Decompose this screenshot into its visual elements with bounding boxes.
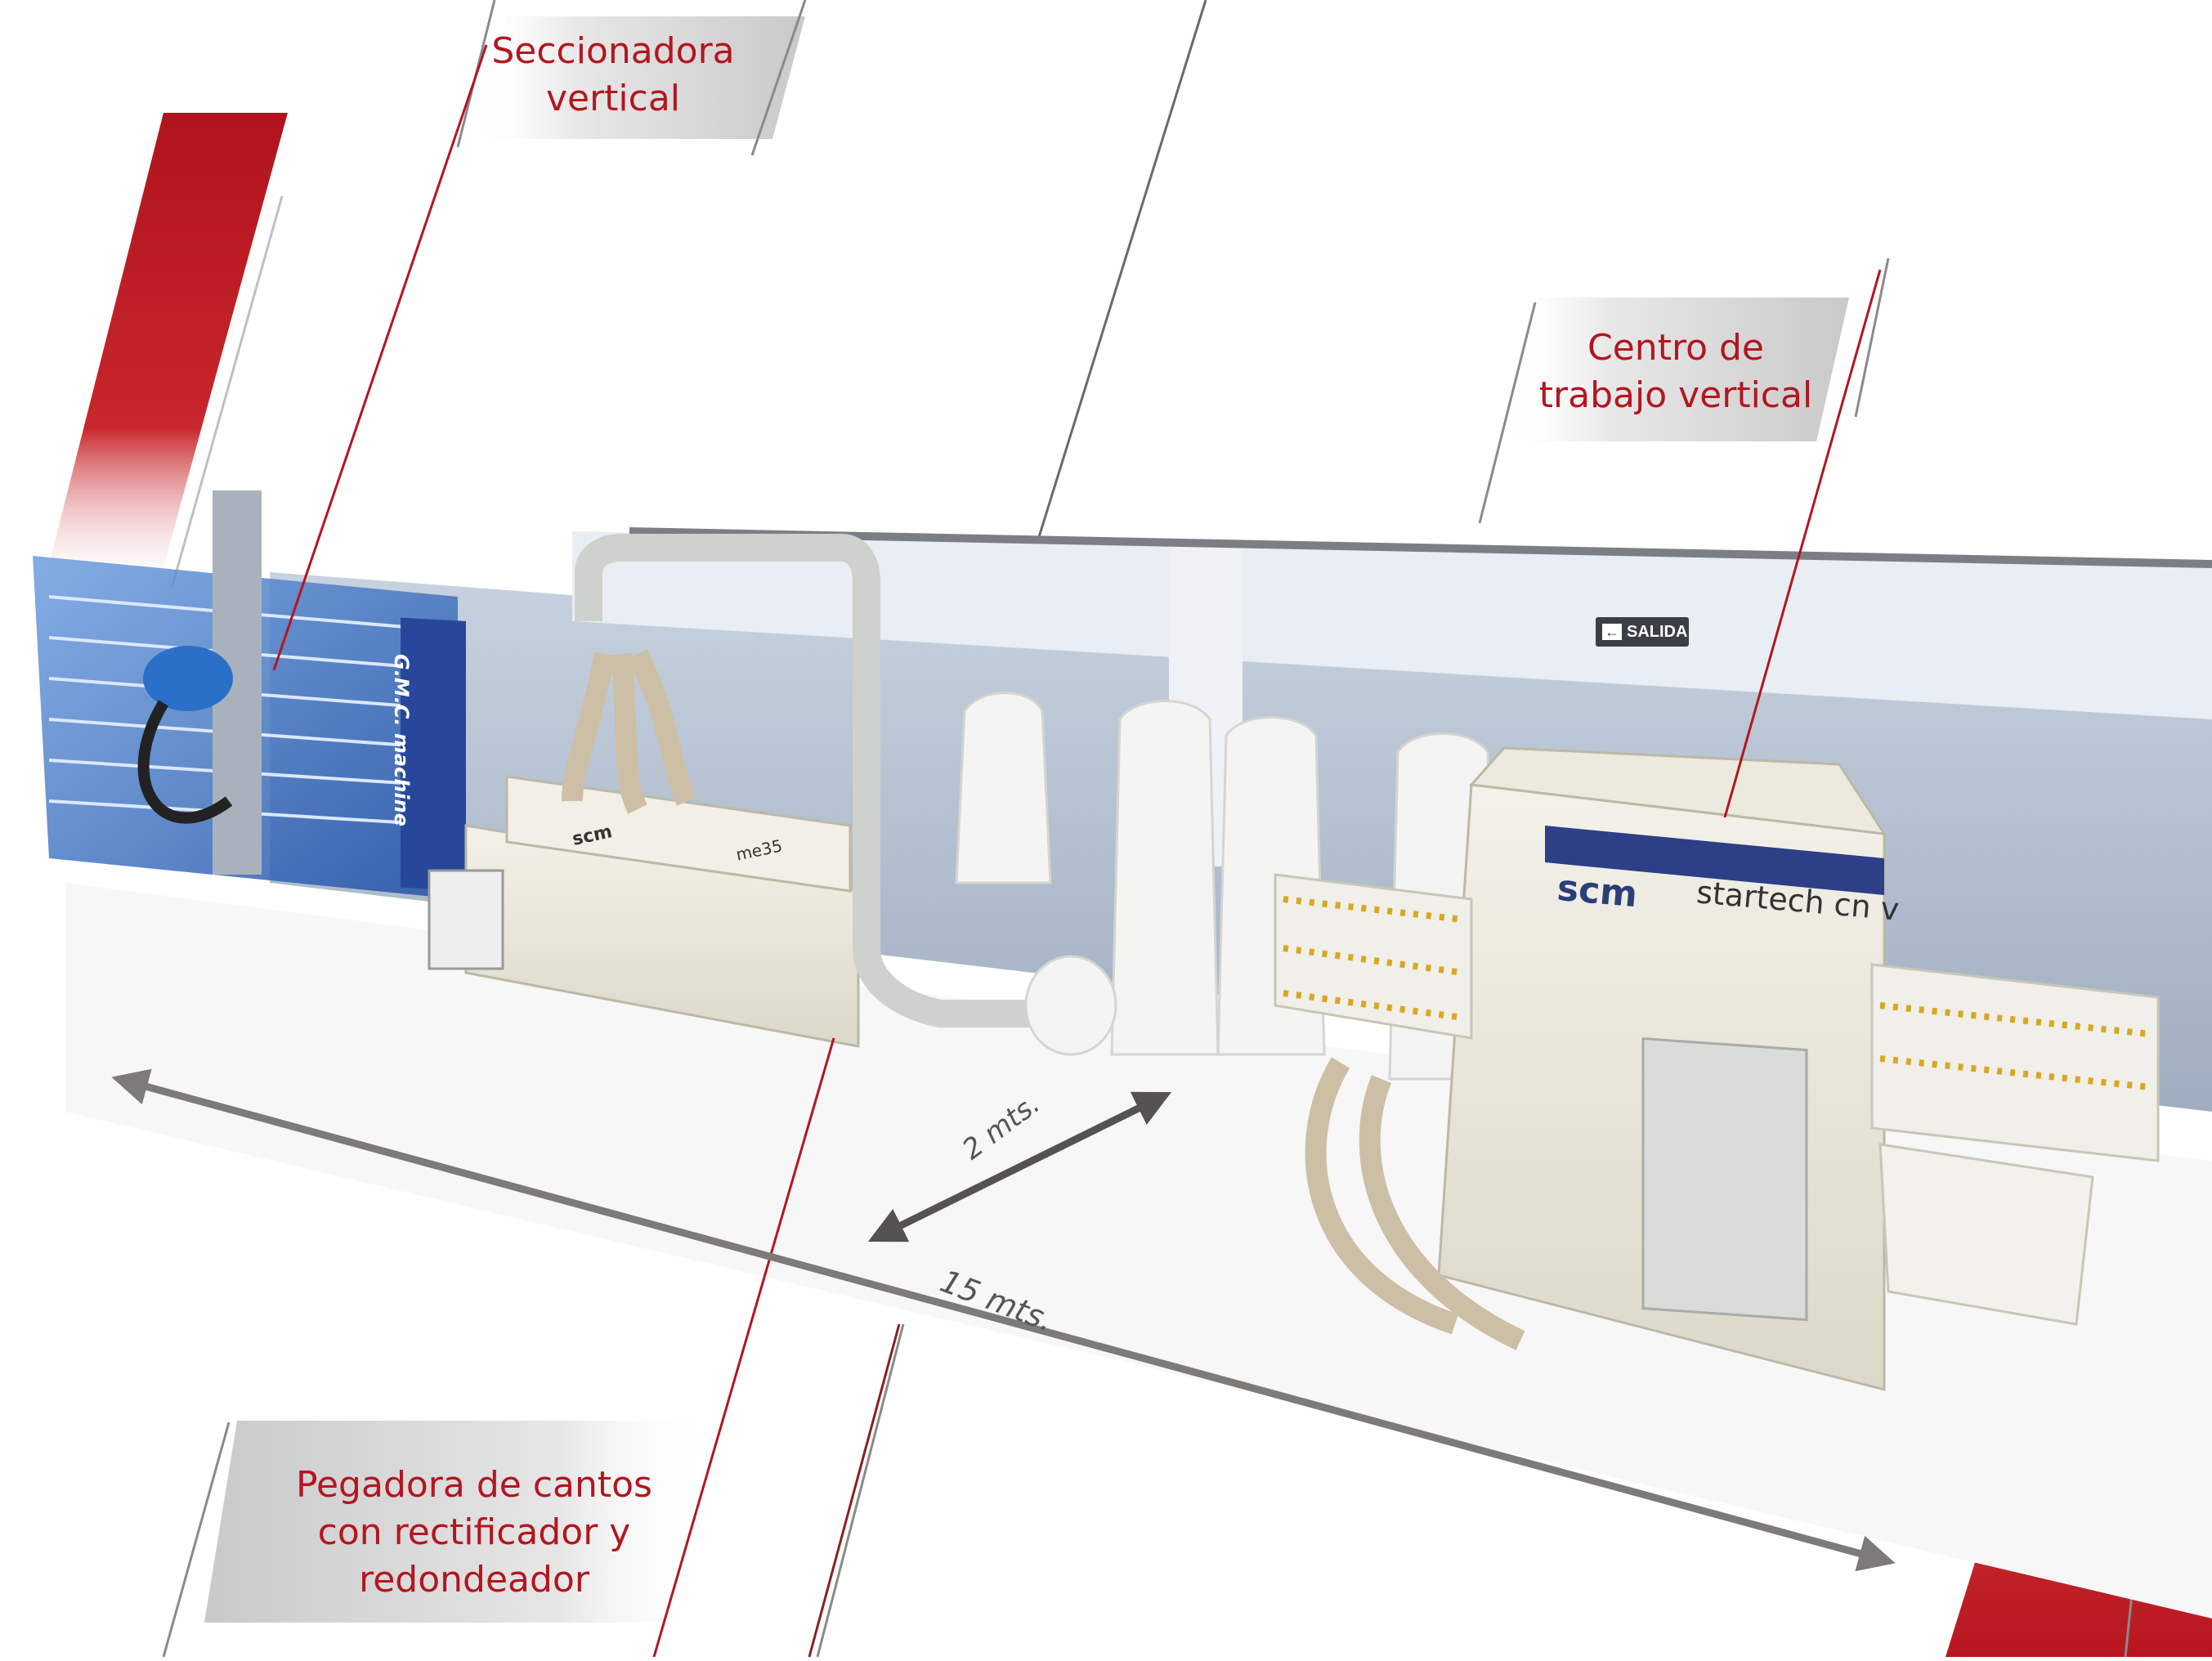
rack-pegs: [1283, 896, 2151, 1090]
cnc-window: [1641, 1036, 1808, 1322]
dust-hoses: [562, 649, 696, 814]
saw-motor: [143, 646, 233, 711]
deco-line: [1854, 257, 1890, 418]
label-line: Pegadora de cantos: [296, 1464, 652, 1506]
label-centro-trabajo: Centro de trabajo vertical: [1537, 319, 1815, 425]
deco-line: [1478, 302, 1537, 524]
dimension-arrow-2: [867, 1091, 1172, 1242]
arrow-left-icon: ←: [1602, 624, 1622, 640]
leader-pegadora-2: [808, 1323, 901, 1658]
label-bg-centro: [1504, 298, 1849, 441]
label-line: Seccionadora: [491, 30, 735, 72]
deco-line: [750, 0, 807, 156]
exit-sign-text: SALIDA: [1627, 622, 1688, 641]
saw-hose: [137, 700, 233, 824]
cnc-top: [1468, 746, 1887, 835]
label-line: trabajo vertical: [1538, 374, 1813, 416]
heater-unit: [428, 869, 504, 970]
deco-line: [816, 1323, 905, 1658]
label-seccionadora: Seccionadora vertical: [490, 23, 736, 128]
red-band-top-left: [41, 113, 288, 597]
cnc-stripe: [1545, 826, 1884, 895]
gmc-machine-marking: G.M.C. machine: [390, 654, 413, 827]
gmc-banner: [401, 617, 466, 891]
deco-line: [1037, 0, 1207, 540]
leader-centro: [1723, 269, 1882, 818]
wall-upper: [572, 531, 2212, 719]
edgebander-top: [505, 775, 852, 893]
exit-sign: ← SALIDA: [1596, 617, 1689, 647]
leader-seccionadora: [272, 44, 488, 671]
rack-right: [1870, 963, 2160, 1162]
scm-logo: scm: [1555, 866, 1640, 916]
label-line: redondeador: [359, 1559, 589, 1601]
overhead-pipe: [629, 527, 2212, 568]
dimension-arrow-15: [111, 1068, 1896, 1572]
label-pegadora: Pegadora de cantos con rectificador y re…: [262, 1451, 687, 1614]
label-line: vertical: [545, 78, 681, 119]
label-line: con rectificador y: [317, 1511, 631, 1553]
extraction-duct: [575, 534, 1104, 1027]
label-bg-seccionadora: [474, 16, 805, 139]
label-line: Centro de: [1587, 327, 1764, 369]
deco-line: [170, 195, 284, 589]
